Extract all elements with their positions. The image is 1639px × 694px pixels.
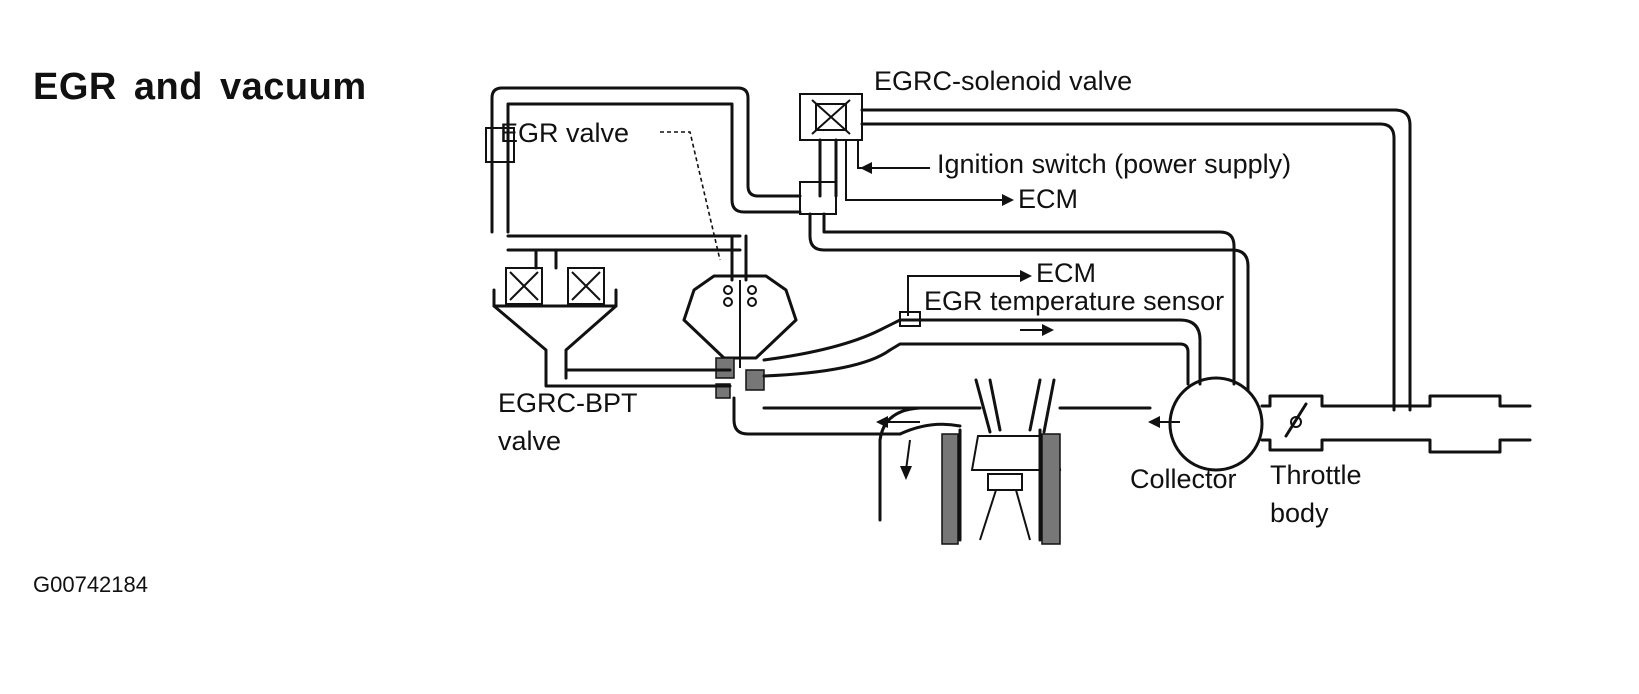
label-egrc-solenoid-valve: EGRC-solenoid valve [874,66,1132,96]
throttle-body-and-duct [1260,394,1532,454]
label-throttle-body-line2: body [1270,498,1329,528]
diagram-labels: EGRC-solenoid valve EGR valve Ignition s… [498,66,1362,528]
diagram-title: EGR and vacuum [33,66,367,108]
egr-passage [544,311,1202,436]
vacuum-hose-to-egr-valve [506,234,742,252]
label-egr-temperature-sensor: EGR temperature sensor [924,286,1224,316]
intake-collector [1148,376,1264,472]
label-egrc-bpt-valve-line2: valve [498,426,561,456]
vacuum-hose-left-loop [485,86,802,234]
label-ignition-switch: Ignition switch (power supply) [937,149,1291,179]
label-ecm-upper: ECM [1018,184,1078,214]
engine-cylinder [878,378,1152,545]
label-collector: Collector [1130,464,1237,494]
egr-valve-assembly [682,234,798,399]
egrc-bpt-valve-assembly [492,248,618,380]
label-egr-valve: EGR valve [500,118,629,148]
label-throttle-body-line1: Throttle [1270,460,1362,490]
label-ecm-lower: ECM [1036,258,1096,288]
label-egrc-bpt-valve-line1: EGRC-BPT [498,388,638,418]
signal-wires [660,131,1032,316]
egrc-solenoid-valve [799,93,1412,412]
figure-id: G00742184 [33,572,148,597]
